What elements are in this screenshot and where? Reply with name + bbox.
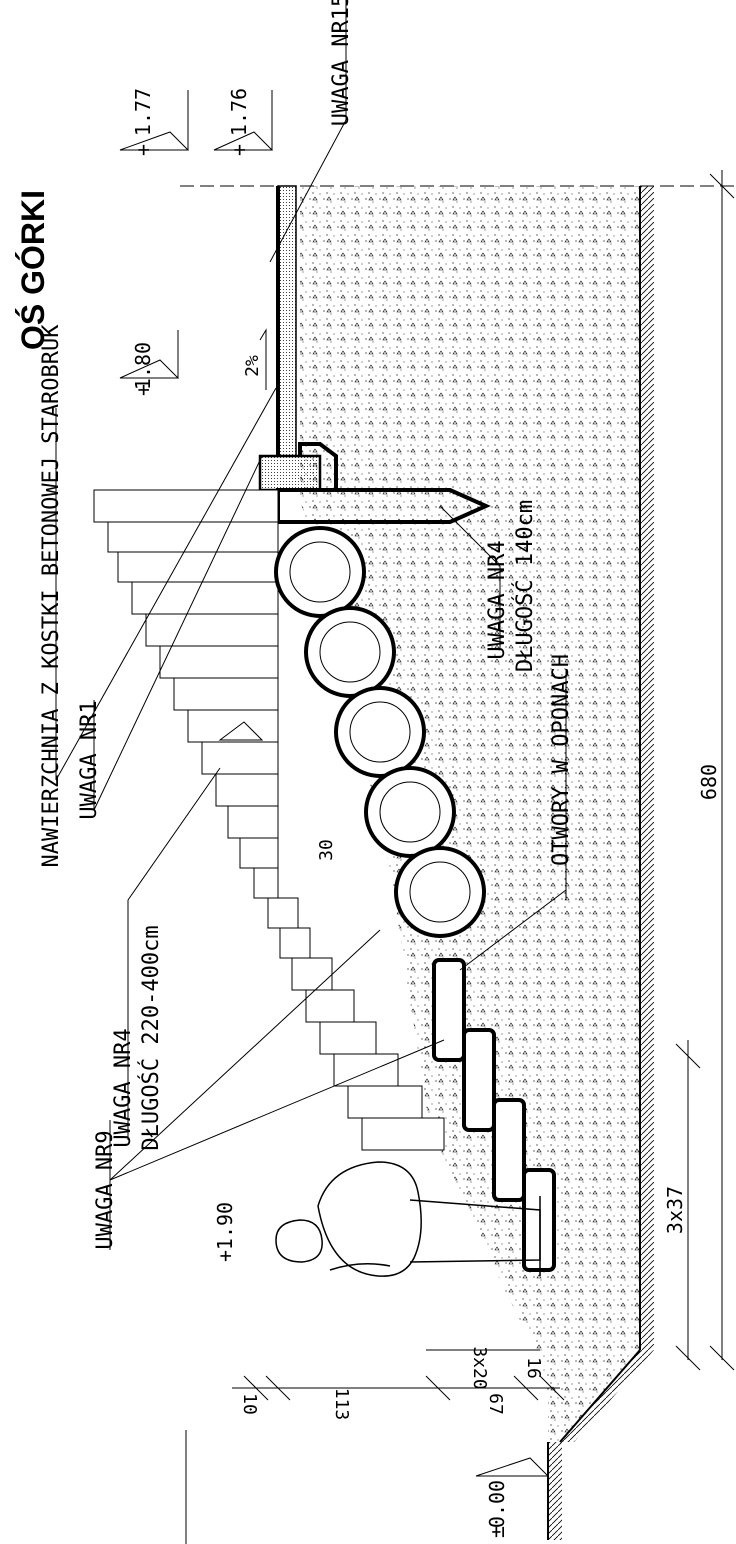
- angle-label: 30: [316, 839, 337, 861]
- palisade-poles: [93, 489, 445, 1151]
- svg-text:67: 67: [485, 1393, 506, 1415]
- svg-text:+: +: [227, 144, 251, 156]
- elevation-markers: 1.77 + 1.76 + 1.80 + 1.90 + 0.00 ±: [119, 88, 550, 1538]
- note-nr4-short-title: UWAGA NR4: [485, 540, 510, 659]
- slope-label: 2%: [242, 355, 263, 377]
- svg-text:3x20: 3x20: [469, 1346, 490, 1389]
- svg-text:1.90: 1.90: [213, 1202, 237, 1250]
- note-holes: OTWORY W OPONACH: [549, 654, 574, 866]
- dimensions: 680 3x37 10 113 67 3x20 16: [232, 170, 735, 1421]
- note-nr4-long-title: UWAGA NR4: [111, 1028, 136, 1147]
- svg-text:+: +: [213, 1250, 237, 1262]
- svg-text:0.00: 0.00: [485, 1480, 509, 1528]
- svg-text:1.77: 1.77: [131, 88, 155, 136]
- svg-text:10: 10: [239, 1393, 260, 1415]
- svg-text:113: 113: [331, 1388, 352, 1421]
- note-surface: NAWIERZCHNIA Z KOSTKI BETONOWEJ STAROBRU…: [39, 324, 64, 868]
- svg-text:16: 16: [523, 1357, 544, 1379]
- step-blocks: [432, 958, 556, 1272]
- svg-text:1.80: 1.80: [131, 342, 155, 390]
- elevation-190: 1.90 +: [213, 721, 264, 1262]
- elevation-000: 0.00 ±: [475, 1457, 550, 1538]
- elevation-177: 1.77 +: [119, 88, 190, 156]
- note-nr15: UWAGA NR15: [329, 0, 354, 126]
- person-figure: [275, 1161, 541, 1277]
- dim-total: 680: [697, 764, 721, 800]
- note-nr4-short-length: DŁUGOŚĆ 140cm: [512, 500, 538, 672]
- svg-text:±: ±: [485, 1526, 509, 1538]
- elevation-176: 1.76 +: [213, 88, 274, 156]
- dim-steps: 3x37: [663, 1186, 687, 1234]
- tyre-wall: [274, 526, 486, 938]
- note-nr9: UWAGA NR9: [93, 1130, 118, 1249]
- elevation-180: 1.80 +: [119, 330, 180, 396]
- soil-fill: [300, 186, 640, 1442]
- svg-text:1.76: 1.76: [227, 88, 251, 136]
- notes: UWAGA NR15 NAWIERZCHNIA Z KOSTKI BETONOW…: [39, 0, 574, 1250]
- svg-text:+: +: [131, 384, 155, 396]
- note-nr4-long-length: DŁUGOŚĆ 220-400cm: [138, 925, 164, 1150]
- axis-label: OŚ GÓRKI: [15, 190, 51, 350]
- note-nr1: UWAGA NR1: [77, 700, 102, 819]
- svg-text:+: +: [131, 144, 155, 156]
